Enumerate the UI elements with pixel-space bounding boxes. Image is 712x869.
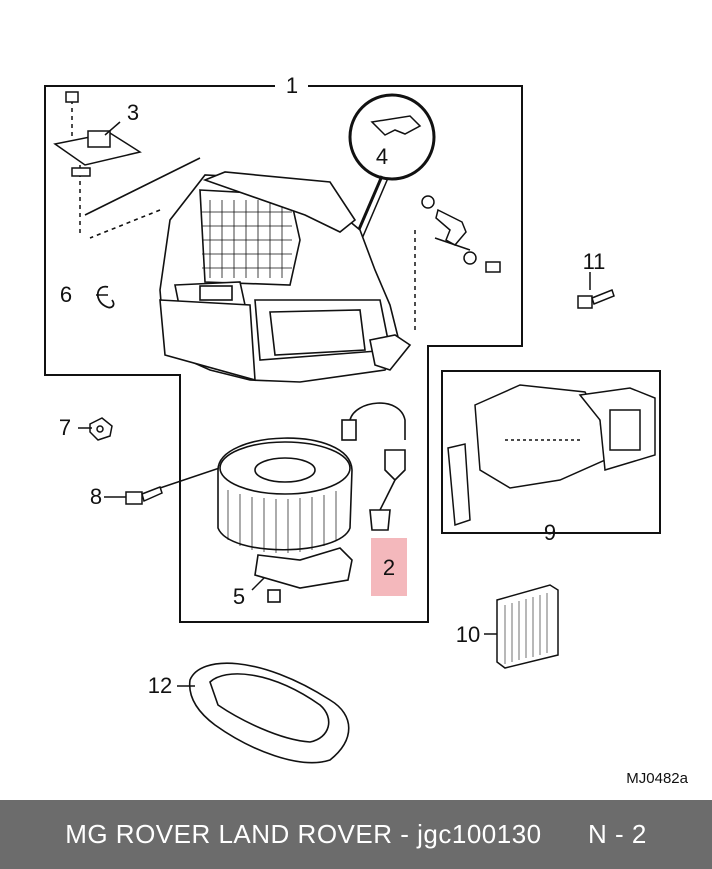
footer-brand: MG ROVER LAND ROVER <box>65 819 393 849</box>
blower-motor-2 <box>217 402 406 603</box>
callout-12: 12 <box>148 673 172 698</box>
parts-diagram: 1 2 3 4 5 6 7 8 9 10 11 12 <box>44 73 661 764</box>
linkage-hardware <box>414 195 501 330</box>
callout-4: 4 <box>376 144 388 169</box>
part-2-highlight <box>371 538 407 596</box>
callout-6: 6 <box>60 282 72 307</box>
air-duct-9 <box>447 384 656 527</box>
footer-part-number: jgc100130 <box>417 819 542 849</box>
group-1-bracket <box>44 85 523 623</box>
leader-lines <box>78 121 591 687</box>
sensor-part-3 <box>53 91 142 235</box>
footer-separator: - <box>392 819 418 849</box>
callout-2: 2 <box>383 555 395 580</box>
heater-housing-1 <box>84 157 412 383</box>
callout-10: 10 <box>456 622 480 647</box>
callout-5: 5 <box>233 584 245 609</box>
callout-8: 8 <box>90 484 102 509</box>
screw-11 <box>577 289 615 309</box>
callout-11: 11 <box>583 249 606 274</box>
callout-3: 3 <box>127 100 139 125</box>
seal-12 <box>188 662 350 764</box>
bracket-inset-4 <box>343 93 436 263</box>
footer-page: N - 2 <box>587 819 647 849</box>
callout-1: 1 <box>286 73 298 98</box>
diagram-reference-code: MJ0482a <box>626 770 688 787</box>
group-9-bracket <box>441 370 661 534</box>
footer-gap <box>542 819 588 850</box>
callout-7: 7 <box>59 415 71 440</box>
clip-6 <box>96 285 115 309</box>
callout-9: 9 <box>544 520 556 545</box>
footer-bar: MG ROVER LAND ROVER - jgc100130 N - 2 <box>0 800 712 869</box>
pollen-filter-10 <box>496 584 559 669</box>
nut-7 <box>89 417 113 441</box>
